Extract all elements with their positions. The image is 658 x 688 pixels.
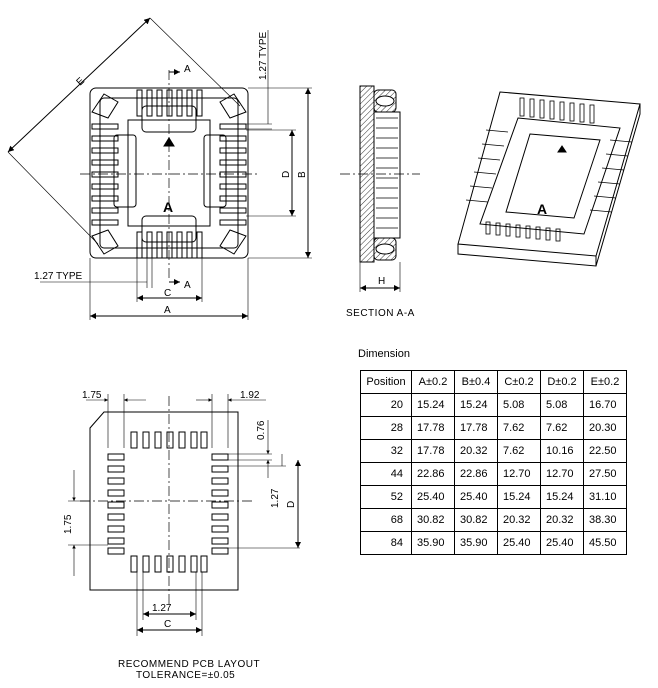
table-cell-position: 32 <box>360 439 412 463</box>
table-cell-value: 7.62 <box>497 439 541 463</box>
table-cell-value: 27.50 <box>583 462 627 486</box>
table-cell-value: 7.62 <box>497 416 541 440</box>
pcb-pads-top <box>130 431 208 449</box>
table-cell-value: 25.40 <box>497 531 541 555</box>
table-cell-value: 22.50 <box>583 439 627 463</box>
label-a-width: A <box>164 305 171 316</box>
pcb-pads-bottom <box>130 555 208 573</box>
label-d: D <box>281 171 292 178</box>
top-contacts <box>136 89 203 117</box>
pcb-dim-127-right: 1.27 <box>270 488 281 508</box>
table-cell-value: 25.40 <box>454 485 498 509</box>
label-h: H <box>378 276 385 287</box>
dimension-table: Position A±0.2 B±0.4 C±0.2 D±0.2 E±0.2 2… <box>360 370 627 555</box>
top-view-labels: A A 1.27 TYPE 1.27 TYPE C A D B E A <box>34 31 308 316</box>
header-b: B±0.4 <box>454 370 498 394</box>
table-cell-position: 84 <box>360 531 412 555</box>
table-cell-value: 15.24 <box>454 393 498 417</box>
table-cell-position: 28 <box>360 416 412 440</box>
table-cell-value: 10.16 <box>540 439 584 463</box>
table-cell-position: 44 <box>360 462 412 486</box>
table-cell-value: 17.78 <box>411 416 455 440</box>
right-contacts <box>219 123 247 226</box>
table-cell-value: 15.24 <box>497 485 541 509</box>
label-b: B <box>297 171 308 178</box>
section-view <box>340 85 420 292</box>
table-cell-value: 31.10 <box>583 485 627 509</box>
table-cell-value: 12.70 <box>540 462 584 486</box>
label-pitch-right: 1.27 TYPE <box>258 31 269 80</box>
table-cell-value: 16.70 <box>583 393 627 417</box>
table-cell-value: 22.86 <box>411 462 455 486</box>
pin1-triangle-icon <box>163 137 175 147</box>
table-cell-position: 68 <box>360 508 412 532</box>
table-cell-value: 35.90 <box>454 531 498 555</box>
dimension-table-header-row: Position A±0.2 B±0.4 C±0.2 D±0.2 E±0.2 <box>360 370 627 394</box>
table-cell-value: 35.90 <box>411 531 455 555</box>
iso-pin1-triangle-icon <box>557 145 567 153</box>
header-e: E±0.2 <box>583 370 627 394</box>
pcb-dim-192: 1.92 <box>240 390 260 401</box>
label-a-top: A <box>184 64 191 75</box>
pcb-dim-d: D <box>286 501 297 508</box>
table-cell-value: 45.50 <box>583 531 627 555</box>
table-cell-value: 15.24 <box>411 393 455 417</box>
pcb-dim-175-top: 1.75 <box>82 390 102 401</box>
table-cell-value: 17.78 <box>411 439 455 463</box>
pcb-dim-175-left: 1.75 <box>63 514 74 534</box>
table-cell-value: 30.82 <box>454 508 498 532</box>
table-cell-value: 15.24 <box>540 485 584 509</box>
pcb-dim-076: 0.76 <box>256 420 267 440</box>
table-cell-value: 20.32 <box>497 508 541 532</box>
top-view <box>7 17 312 320</box>
table-cell-value: 25.40 <box>540 531 584 555</box>
table-cell-value: 20.30 <box>583 416 627 440</box>
pcb-caption-line1: RECOMMEND PCB LAYOUT <box>118 659 260 670</box>
header-a: A±0.2 <box>411 370 455 394</box>
label-a-bottom: A <box>184 280 191 291</box>
table-cell-position: 52 <box>360 485 412 509</box>
table-cell-value: 7.62 <box>540 416 584 440</box>
pcb-layout-labels: 1.75 1.92 0.76 1.27 D 1.75 1.27 C RECOMM… <box>63 390 297 681</box>
table-cell-value: 22.86 <box>454 462 498 486</box>
dimension-table-title: Dimension <box>358 348 410 360</box>
center-mark-a: A <box>163 199 173 215</box>
table-cell-value: 12.70 <box>497 462 541 486</box>
iso-center-mark: A <box>537 201 547 217</box>
label-c: C <box>164 288 171 299</box>
header-position: Position <box>360 370 412 394</box>
table-cell-value: 20.32 <box>540 508 584 532</box>
pcb-layout <box>68 394 301 636</box>
table-cell-value: 30.82 <box>411 508 455 532</box>
section-caption: SECTION A-A <box>346 308 415 319</box>
table-cell-position: 20 <box>360 393 412 417</box>
header-c: C±0.2 <box>497 370 541 394</box>
table-cell-value: 5.08 <box>497 393 541 417</box>
table-cell-value: 38.30 <box>583 508 627 532</box>
pcb-dim-127-bottom: 1.27 <box>152 603 172 614</box>
label-e: E <box>75 75 88 88</box>
table-cell-value: 5.08 <box>540 393 584 417</box>
pcb-dim-c: C <box>164 619 171 630</box>
bottom-contacts <box>136 231 203 259</box>
table-cell-value: 25.40 <box>411 485 455 509</box>
header-d: D±0.2 <box>540 370 584 394</box>
isometric-view <box>457 91 641 267</box>
table-cell-value: 20.32 <box>454 439 498 463</box>
pcb-pads-right <box>211 453 229 555</box>
label-pitch-bottom: 1.27 TYPE <box>34 271 83 282</box>
pcb-caption-line2: TOLERANCE=±0.05 <box>136 670 235 681</box>
pcb-pads-left <box>107 453 125 555</box>
table-cell-value: 17.78 <box>454 416 498 440</box>
